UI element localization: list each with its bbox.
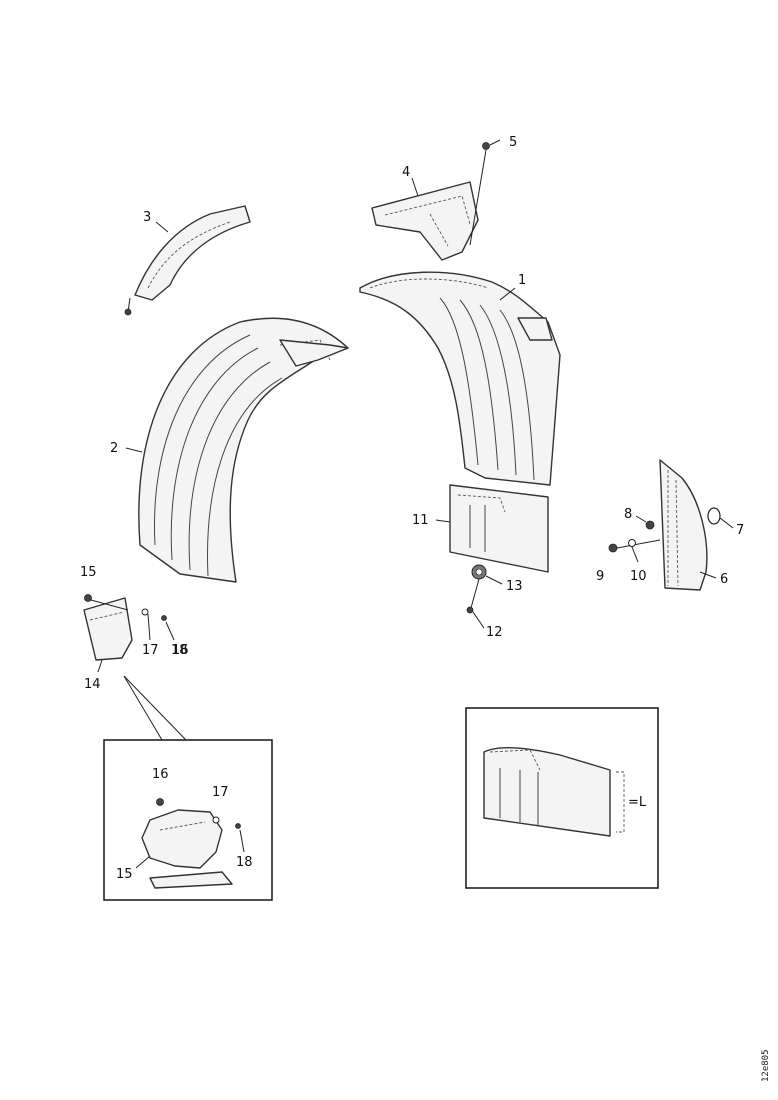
callout-17: 17 — [142, 643, 159, 658]
washer-13 — [471, 564, 503, 585]
callout-10: 10 — [630, 569, 647, 584]
inset-a-callout-18: 18 — [236, 855, 253, 870]
fastener-7 — [707, 507, 734, 529]
callout-3: 3 — [143, 210, 151, 225]
callout-12: 12 — [486, 625, 503, 640]
reference-code: 12e805 — [761, 1049, 771, 1082]
part-14-bracket — [83, 594, 175, 673]
callout-13: 13 — [506, 579, 523, 594]
inset-a-pointer — [123, 675, 187, 741]
fastener-8 — [635, 515, 655, 530]
callout-4: 4 — [402, 165, 410, 180]
fastener-10 — [628, 539, 639, 563]
callout-14: 14 — [84, 677, 101, 692]
callout-7: 7 — [736, 523, 744, 538]
bolt-12 — [466, 578, 485, 629]
part-11-mud-flap — [435, 484, 549, 573]
inset-b-detail — [465, 707, 659, 889]
part-6-side-fairing — [659, 459, 717, 591]
callout-6: 6 — [720, 572, 728, 587]
callout-9: 9 — [596, 569, 604, 584]
callout-18: 18 — [171, 643, 188, 658]
callout-5: 5 — [509, 135, 517, 150]
inset-a-callout-15: 15 — [116, 867, 133, 882]
fastener-9 — [608, 539, 661, 553]
callout-leaders — [125, 139, 516, 453]
inset-a-detail — [103, 739, 273, 901]
callout-11: 11 — [412, 513, 429, 528]
callout-15: 15 — [80, 565, 97, 580]
part-4-bracket — [371, 181, 479, 261]
callout-1: 1 — [518, 273, 526, 288]
part-3-arch-trim — [124, 205, 251, 316]
callout-2: 2 — [110, 441, 118, 456]
callout-16: 16 — [172, 643, 189, 658]
fastener-5 — [469, 142, 490, 246]
part-1-mudguard — [359, 271, 561, 486]
callout-8: 8 — [624, 507, 632, 522]
inset-a-callout-16: 16 — [152, 767, 169, 782]
inset-b-length-label: =L — [628, 795, 647, 810]
part-2-mudguard — [138, 317, 349, 583]
inset-a-callout-17: 17 — [212, 785, 229, 800]
